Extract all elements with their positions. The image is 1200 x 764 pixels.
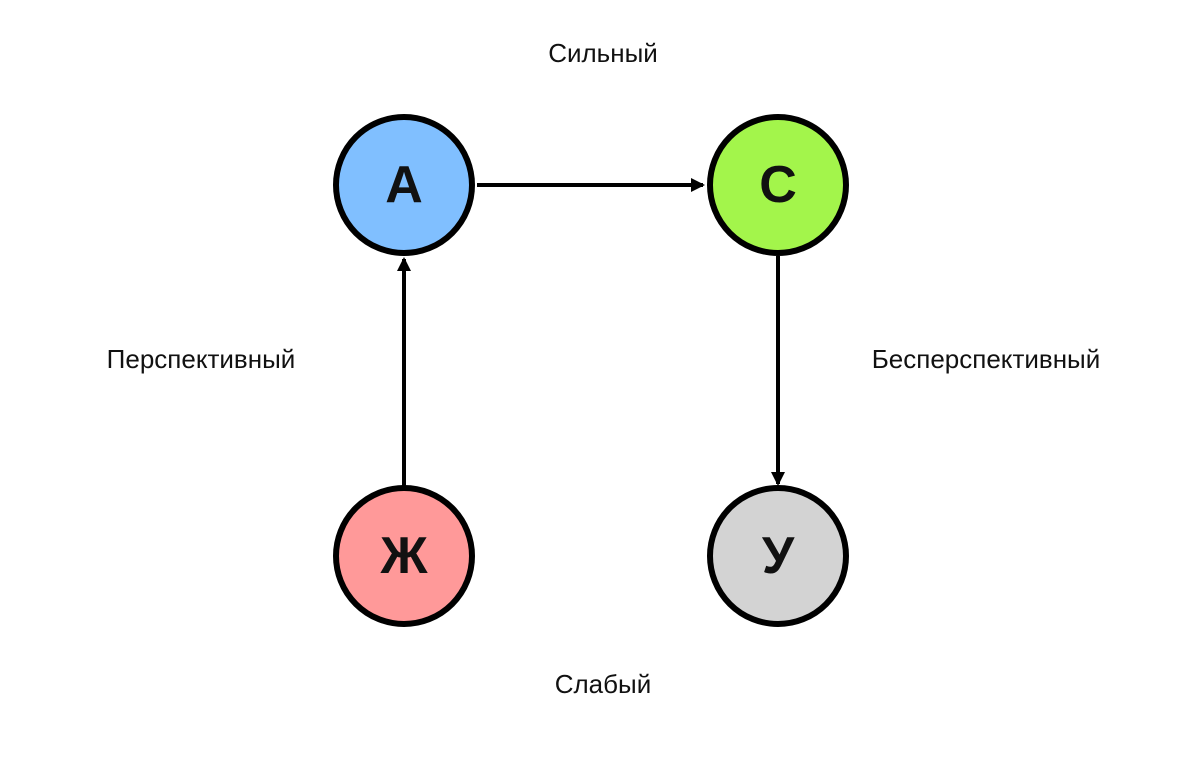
node-c-letter: С	[759, 156, 797, 214]
node-zh: Ж	[333, 485, 475, 627]
label-strong: Сильный	[548, 38, 658, 68]
label-weak: Слабый	[555, 669, 652, 699]
label-promising: Перспективный	[107, 344, 296, 374]
node-a: А	[333, 114, 475, 256]
node-u-letter: У	[762, 527, 795, 585]
node-u-circle	[707, 485, 849, 627]
node-zh-letter: Ж	[380, 527, 429, 585]
node-c-circle	[707, 114, 849, 256]
node-zh-circle	[333, 485, 475, 627]
label-unpromising: Бесперспективный	[872, 344, 1101, 374]
node-a-letter: А	[385, 156, 423, 214]
node-a-circle	[333, 114, 475, 256]
node-u: У	[707, 485, 849, 627]
node-c: С	[707, 114, 849, 256]
